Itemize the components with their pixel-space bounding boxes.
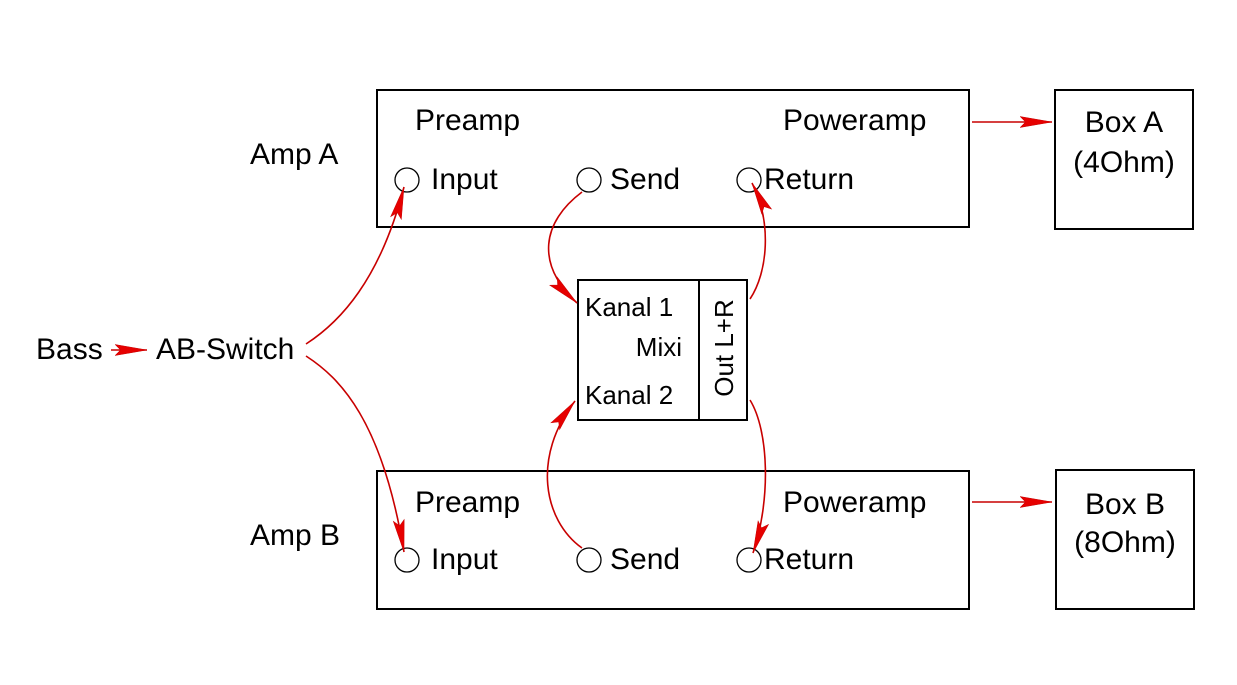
amp-b-return-label: Return	[764, 543, 855, 576]
amp-a-preamp-label: Preamp	[415, 104, 521, 137]
ab-switch-label: AB-Switch	[156, 333, 295, 366]
mixer-divider	[698, 281, 700, 419]
amp-b-send-label: Send	[610, 543, 681, 576]
amp-a-name-label: Amp A	[250, 138, 339, 171]
amp-a-return-label: Return	[764, 163, 855, 196]
box-b-name-label: Box B	[1084, 488, 1166, 521]
amp-a-input-label: Input	[431, 163, 498, 196]
amp-a-poweramp-label: Poweramp	[783, 104, 927, 137]
amp-b-poweramp-label: Poweramp	[783, 486, 927, 519]
amp-a-box	[376, 89, 970, 228]
box-a-name-label: Box A	[1084, 106, 1164, 139]
mixer-name-label: Mixi	[635, 332, 682, 362]
box-a-impedance-label: (4Ohm)	[1073, 146, 1175, 179]
box-b-impedance-label: (8Ohm)	[1074, 526, 1176, 559]
amp-b-name-label: Amp B	[250, 519, 341, 552]
bass-label: Bass	[36, 333, 103, 366]
mixer-box	[577, 279, 748, 421]
mixer-channel-2-label: Kanal 2	[585, 380, 674, 410]
mixer-channel-1-label: Kanal 1	[585, 292, 674, 322]
speaker-box-b	[1055, 469, 1195, 610]
mixer-out-label: Out L+R	[709, 299, 739, 397]
amp-b-preamp-label: Preamp	[415, 486, 521, 519]
amp-b-input-label: Input	[431, 543, 498, 576]
amp-a-send-label: Send	[610, 163, 681, 196]
speaker-box-a	[1054, 89, 1194, 230]
